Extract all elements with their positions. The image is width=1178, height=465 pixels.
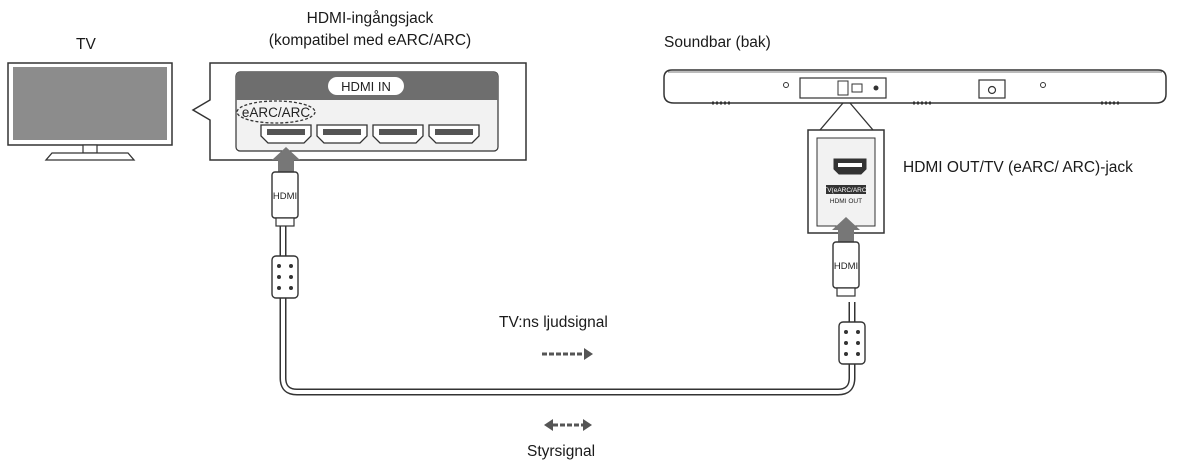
hdmi-port-3[interactable] [372,124,424,144]
right-ferrite-core [838,321,866,365]
left-insert-arrow [272,147,300,172]
earc-port-highlight [236,100,316,124]
soundbar-jack-label-line1: TV(eARC/ARC) [823,187,869,194]
hdmi-port-4[interactable] [428,124,480,144]
hdmi-port-2[interactable] [316,124,368,144]
right-insert-arrow [832,217,860,242]
control-signal-label: Styrsignal [527,443,596,460]
soundbar-illustration [663,69,1167,105]
soundbar-jack-label-line2: HDMI OUT [830,198,862,205]
control-signal-arrow-icon [544,419,592,431]
right-plug-label: HDMI [834,261,858,272]
left-plug-label: HDMI [273,191,297,202]
soundbar-label: Soundbar (bak) [664,34,771,51]
earc-arc-port-label: eARC/ARC [242,105,311,120]
hdmi-input-title-line1: HDMI-ingångsjack [306,10,434,27]
hdmi-out-tv-jack[interactable] [833,158,867,175]
left-ferrite-core [271,255,299,299]
hdmi-input-title-line2: (kompatibel med eARC/ARC) [268,32,472,49]
tv-illustration [7,62,173,161]
hdmi-in-header-label: HDMI IN [341,79,391,94]
left-hdmi-plug: HDMI [271,171,299,227]
tv-label: TV [76,36,96,53]
audio-signal-arrow-icon [542,348,593,360]
hdmi-cable [279,217,856,396]
hdmi-port-1[interactable] [260,124,312,144]
tv-hdmi-input-panel: HDMI IN eARC/ARC [191,62,527,161]
hdmi-out-jack-label: HDMI OUT/TV (eARC/ ARC)-jack [903,159,1133,176]
tv-audio-signal-label: TV:ns ljudsignal [499,314,608,331]
right-hdmi-plug: HDMI [832,241,860,297]
soundbar-hdmi-out-panel: TV(eARC/ARC) HDMI OUT [807,102,885,234]
